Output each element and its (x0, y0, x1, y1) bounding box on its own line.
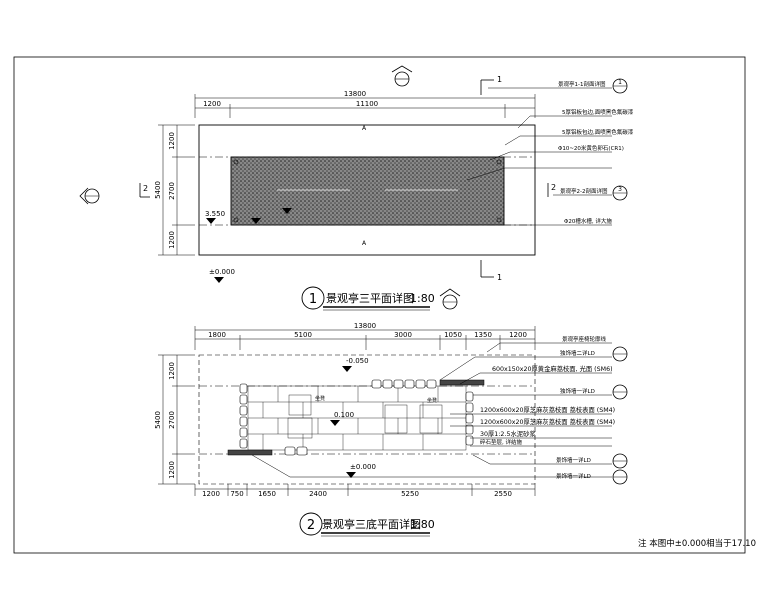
dim-left-c: 1200 (168, 231, 176, 249)
p2-dim-left-c: 1200 (168, 461, 176, 479)
p2-ref-circle-2 (612, 384, 628, 400)
axis-symbol-mid (439, 288, 461, 310)
p2-dim-bot-0: 1200 (202, 490, 220, 498)
ref2-text: 3 (618, 186, 622, 193)
pebble-area (230, 156, 505, 226)
p2-dim-top-0: 1800 (208, 331, 226, 339)
dim-left-a: 1200 (168, 132, 176, 150)
base-level: ±0.000 (209, 268, 235, 276)
ref1-text: 1 (618, 79, 622, 86)
section-mark-right: 2 (551, 183, 556, 192)
plan2-title: 景观亭三底平面详图 (322, 517, 421, 531)
p2-paving (247, 385, 467, 451)
p2-callout-4: 1200x600x20厚芝麻灰荔枝面 荔枝表面 (SM4) (480, 405, 615, 414)
p2-dim-bot-4: 5250 (401, 490, 419, 498)
p2-dim-top-1: 5100 (294, 331, 312, 339)
p2-level-top: -0.050 (346, 357, 369, 365)
footnote: 注 本图中±0.000相当于17.10 (638, 539, 756, 549)
section-mark-left: 2 (143, 184, 148, 193)
plan1-callout-0: 景观亭1-1剖面详图 (558, 80, 606, 88)
p2-dim-top-5: 1200 (509, 331, 527, 339)
elev-level: 3.550 (205, 210, 225, 218)
roof-outline (198, 124, 536, 256)
plan1-number: 1 (309, 292, 317, 307)
plan1-title: 景观亭三平面详图 (326, 291, 414, 305)
ref-circle-callout-3: 3 (612, 185, 628, 201)
p2-stone-walls (239, 379, 474, 456)
ref-circle-callout-1: 1 (612, 78, 628, 94)
plan1-title-block: 1 景观亭三平面详图 1:80 (301, 286, 435, 311)
p2-inner-label-0: 坐凳 (315, 395, 325, 402)
p2-bar-left (227, 449, 273, 456)
plan1-leaders (466, 87, 612, 226)
plan2-title-block: 2 景观亭三底平面详图 1:80 (299, 512, 435, 537)
p2-ref-circle-4 (612, 469, 628, 485)
section-mark-bottom: 1 (497, 273, 502, 282)
plan1-callout-3: Φ10~20米黄色卵石(CR1) (558, 144, 624, 152)
p2-callout-8: 景饰墙一详LD (556, 456, 591, 464)
p2-dim-top-3: 1050 (444, 331, 462, 339)
p2-ref-circle-3 (612, 453, 628, 469)
p2-dim-left-b: 2700 (168, 411, 176, 429)
p2-dim-bot-5: 2550 (494, 490, 512, 498)
p2-callout-9: 景饰墙一详LD (556, 472, 591, 480)
dim-top-mid: 11100 (356, 100, 378, 108)
p2-dim-left-a: 1200 (168, 362, 176, 380)
dim-left-b: 2700 (168, 182, 176, 200)
p2-bar-right (439, 379, 485, 386)
dim-top-total: 13800 (344, 90, 366, 98)
p2-dim-bot-2: 1650 (258, 490, 276, 498)
p2-level-bot: ±0.000 (350, 463, 376, 471)
axis-mark-top: A (362, 125, 367, 132)
p2-roof-outline (198, 354, 536, 485)
p2-callout-2: 600x150x20厚黄金麻荔枝面, 光面 (SM6) (492, 364, 613, 373)
section-mark-top: 1 (497, 75, 502, 84)
plan1-callout-2: 5厚铝板包边,面喷黑色氟碳漆 (562, 128, 634, 136)
p2-dim-top-total: 13800 (354, 322, 376, 330)
axis-symbol-top (391, 65, 413, 87)
dim-top-left: 1200 (203, 100, 221, 108)
p2-callout-3: 独饰墙一详LD (560, 387, 595, 395)
p2-inner-label-1: 坐凳 (427, 397, 437, 404)
p2-callout-1: 独饰墙二详LD (560, 349, 595, 357)
p2-callout-5: 1200x600x20厚芝麻灰荔枝面 荔枝表面 (SM4) (480, 417, 615, 426)
plan1-callout-1: 5厚铝板包边,面喷黑色氟碳漆 (562, 108, 634, 116)
p2-dim-top-4: 1350 (474, 331, 492, 339)
p2-ref-circle-1 (612, 346, 628, 362)
p2-dim-left-total: 5400 (154, 411, 162, 429)
plan1-scale: 1:80 (410, 292, 435, 305)
drawing-border (13, 56, 746, 554)
p2-level-mid: 0.100 (334, 411, 354, 419)
plan2-group: 13800 1800 5100 3000 1050 1350 1200 5400… (154, 322, 628, 537)
p2-callout-7: 碎石垫层, 详结施 (480, 438, 522, 446)
plan2-leaders (251, 342, 612, 478)
axis-mark-bottom: A (362, 240, 367, 247)
dim-left-total: 5400 (154, 181, 162, 199)
plan1-callout-5: Φ20槽水槽, 详大施 (564, 217, 612, 225)
p2-callout-0: 景观亭座椅轮廓线 (562, 335, 607, 343)
p2-dim-top-2: 3000 (394, 331, 412, 339)
plan1-group: 13800 1200 11100 5400 1200 2700 1200 (79, 65, 634, 311)
p2-dim-bot-1: 750 (230, 490, 243, 498)
plan1-callout-4: 景观亭2-2剖面详图 (560, 187, 608, 195)
ref-circle-left (79, 187, 100, 205)
p2-callout-6: 30厚1:2.5水泥砂浆 (480, 429, 536, 438)
plan2-scale: 1:80 (410, 518, 435, 531)
plan2-number: 2 (307, 518, 315, 533)
p2-dim-bot-3: 2400 (309, 490, 327, 498)
